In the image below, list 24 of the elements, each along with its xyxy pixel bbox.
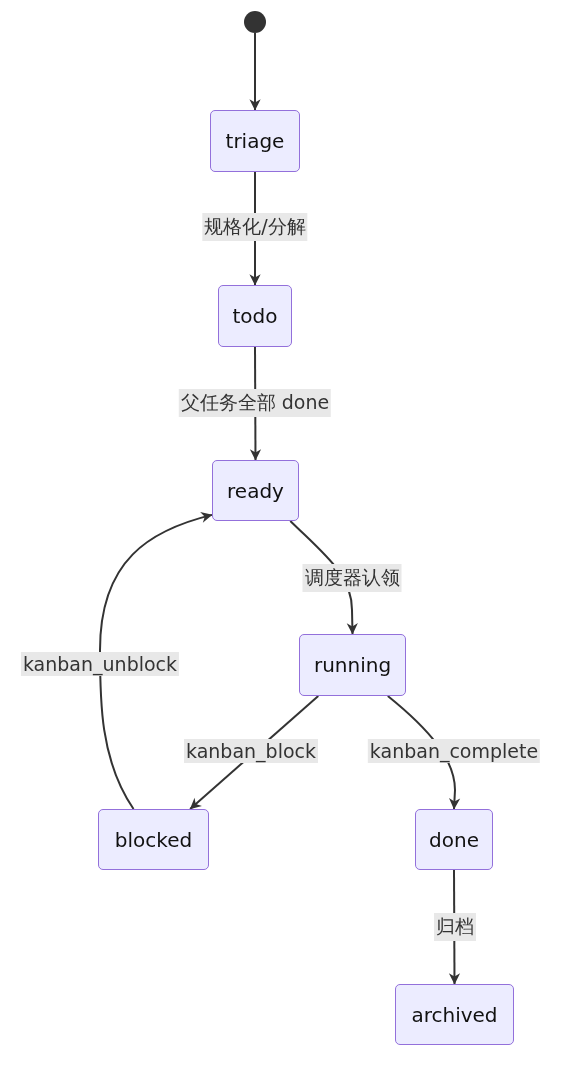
state-name: done (429, 827, 479, 852)
state-box (395, 984, 514, 1045)
edge-label: 父任务全部 done (178, 389, 332, 417)
state-name: ready (227, 478, 284, 503)
edge-label: kanban_block (184, 739, 318, 763)
state-name: archived (411, 1002, 498, 1027)
edge-label: 调度器认领 (302, 564, 402, 592)
edge-label: 规格化/分解 (202, 213, 308, 241)
state-name: running (313, 653, 392, 677)
edge-label: kanban_complete (367, 739, 541, 763)
state-box (415, 809, 493, 870)
state-box (299, 634, 406, 696)
state-name: blocked (114, 827, 193, 852)
arrow (99, 512, 213, 810)
state-box (98, 809, 209, 870)
state-box (212, 460, 299, 521)
start-dot (244, 11, 266, 33)
edge-label: kanban_unblock (20, 652, 180, 676)
state-name: triage (225, 129, 285, 153)
arrow (249, 32, 261, 111)
edge-label: 归档 (434, 913, 476, 941)
state-box (210, 110, 300, 172)
state-box (218, 285, 292, 347)
state-name: todo (232, 304, 278, 328)
